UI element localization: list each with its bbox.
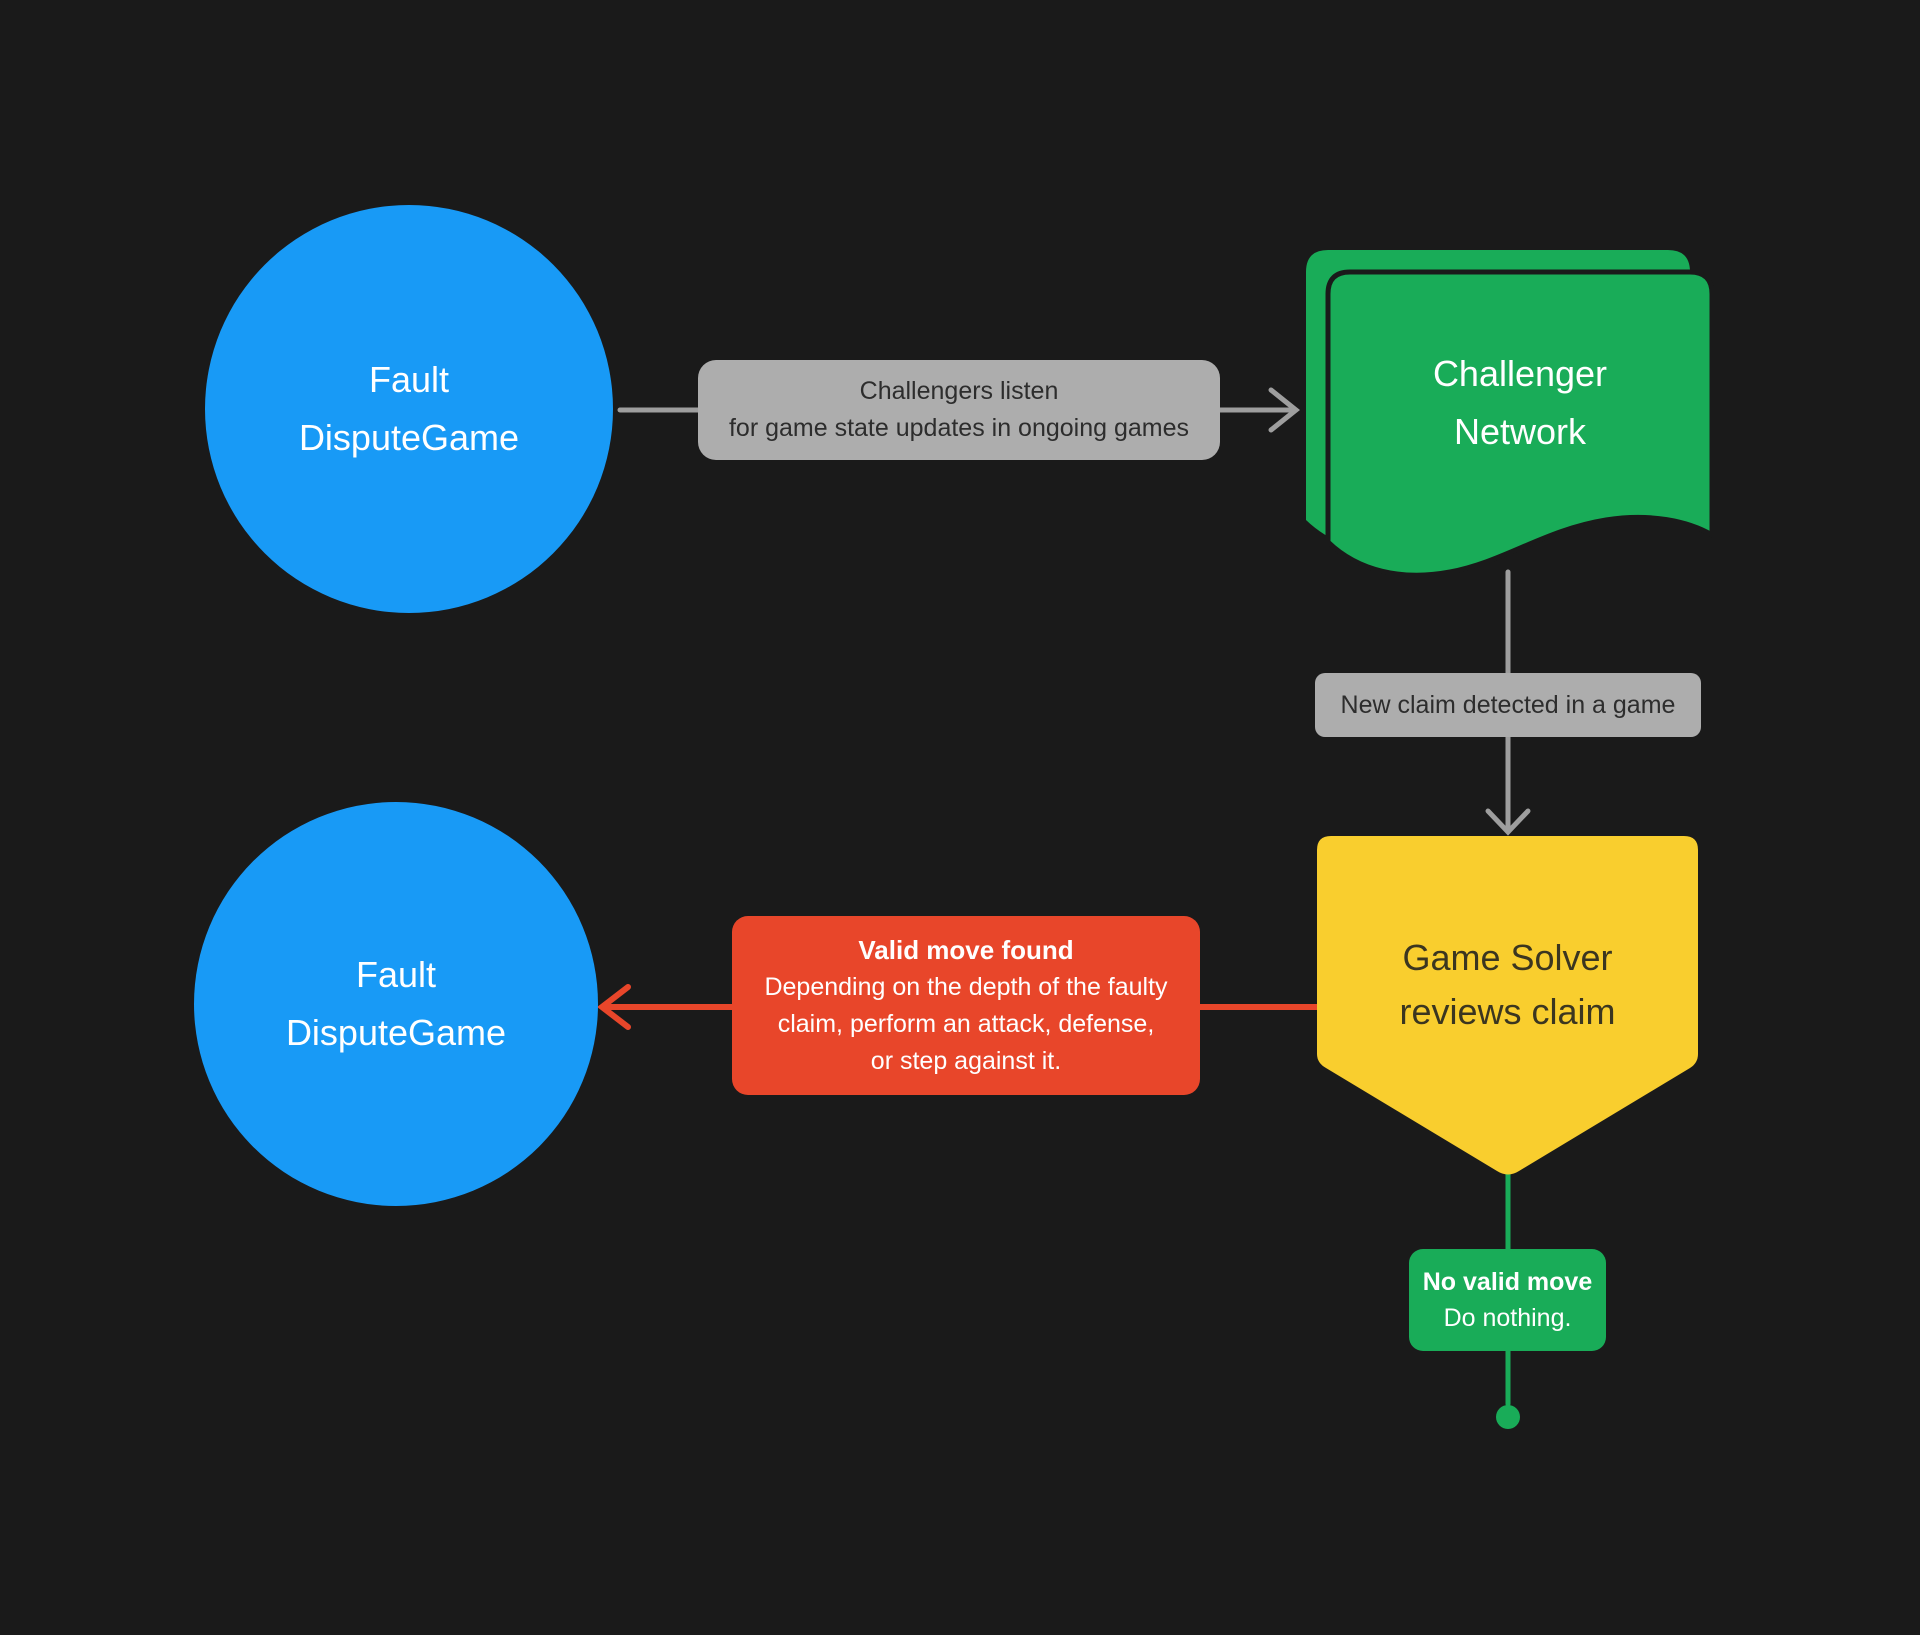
edge-label-title: No valid move (1422, 1268, 1593, 1296)
node-label-line: Fault (355, 954, 437, 995)
edge-label-line: Do nothing. (1443, 1304, 1572, 1332)
edge-label-line: Depending on the depth of the faulty (764, 972, 1168, 1001)
game-solver-pentagon (1317, 836, 1698, 1175)
edge-label-no-valid-move: No valid move Do nothing. (1409, 1249, 1606, 1351)
edge-label-title: Valid move found (858, 934, 1074, 965)
arrow-challenger-to-solver-head-icon (1485, 808, 1531, 836)
node-label-line: reviews claim (1399, 991, 1616, 1032)
arrow-solver-to-fault-head-icon (597, 984, 631, 1030)
node-game-solver: Game Solver reviews claim (1317, 915, 1698, 1055)
edge-label-line: claim, perform an attack, defense, (777, 1009, 1155, 1038)
node-fault-dispute-game-top: Fault DisputeGame (205, 205, 613, 613)
node-label-line: DisputeGame (298, 417, 520, 458)
edge-label-line: Challengers listen (859, 377, 1059, 405)
node-label-line: Fault (368, 359, 450, 400)
terminal-dot (1496, 1405, 1520, 1429)
challenger-network-doc-front (1325, 269, 1715, 578)
edge-label-challengers-listen: Challengers listen for game state update… (698, 360, 1220, 460)
node-label-line: Challenger (1432, 353, 1608, 394)
node-fault-dispute-game-bottom: Fault DisputeGame (194, 802, 598, 1206)
node-label-line: DisputeGame (285, 1012, 507, 1053)
edge-label-line: or step against it. (870, 1046, 1062, 1075)
node-label-line: Network (1453, 411, 1587, 452)
arrow-listen-to-challenger-head-icon (1268, 387, 1301, 433)
edge-label-line: New claim detected in a game (1340, 690, 1676, 719)
edge-label-line: for game state updates in ongoing games (728, 414, 1190, 442)
node-challenger-network: Challenger Network (1328, 330, 1712, 476)
edge-label-new-claim: New claim detected in a game (1315, 673, 1701, 737)
edge-label-valid-move-found: Valid move found Depending on the depth … (732, 916, 1200, 1095)
node-label-line: Game Solver (1402, 937, 1613, 978)
